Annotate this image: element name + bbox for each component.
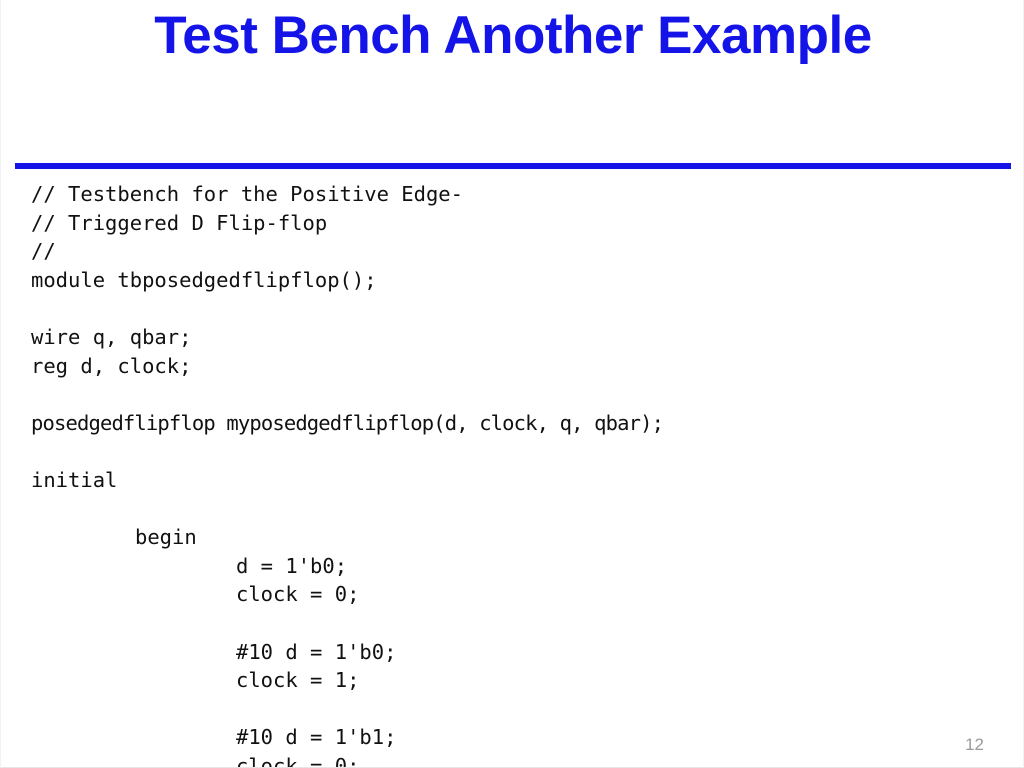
- code-line: clock = 0;: [236, 582, 360, 607]
- code-line: #10 d = 1'b0;: [236, 639, 397, 664]
- code-line: // Testbench for the Positive Edge-: [31, 182, 463, 206]
- code-line: d = 1'b0;: [236, 553, 348, 578]
- code-line: posedgedflipflop myposedgedflipflop(d, c…: [31, 410, 664, 435]
- code-line-blank: [31, 695, 1011, 724]
- code-line: wire q, qbar;: [31, 324, 192, 349]
- code-line: reg d, clock;: [31, 353, 192, 378]
- code-line: clock = 0;: [236, 753, 360, 768]
- code-line: // Triggered D Flip-flop: [31, 210, 328, 235]
- code-line-blank: [31, 380, 1011, 409]
- title-divider-rule: [15, 163, 1011, 169]
- code-block: // Testbench for the Positive Edge- // Tr…: [31, 180, 1011, 768]
- code-line: begin: [135, 525, 197, 550]
- code-line: #10 d = 1'b1;: [236, 725, 397, 750]
- code-line: initial: [31, 467, 118, 492]
- code-line-blank: [31, 495, 1011, 524]
- code-line-blank: [31, 437, 1011, 466]
- code-line-blank: [31, 609, 1011, 638]
- code-line: module tbposedgedflipflop();: [31, 267, 377, 292]
- page-title: Test Bench Another Example: [154, 6, 872, 65]
- page-number: 12: [965, 735, 984, 754]
- code-line: clock = 1;: [236, 668, 360, 693]
- code-line-blank: [31, 294, 1011, 323]
- title-block: Test Bench Another Example: [1, 4, 1023, 68]
- code-line: //: [31, 239, 56, 264]
